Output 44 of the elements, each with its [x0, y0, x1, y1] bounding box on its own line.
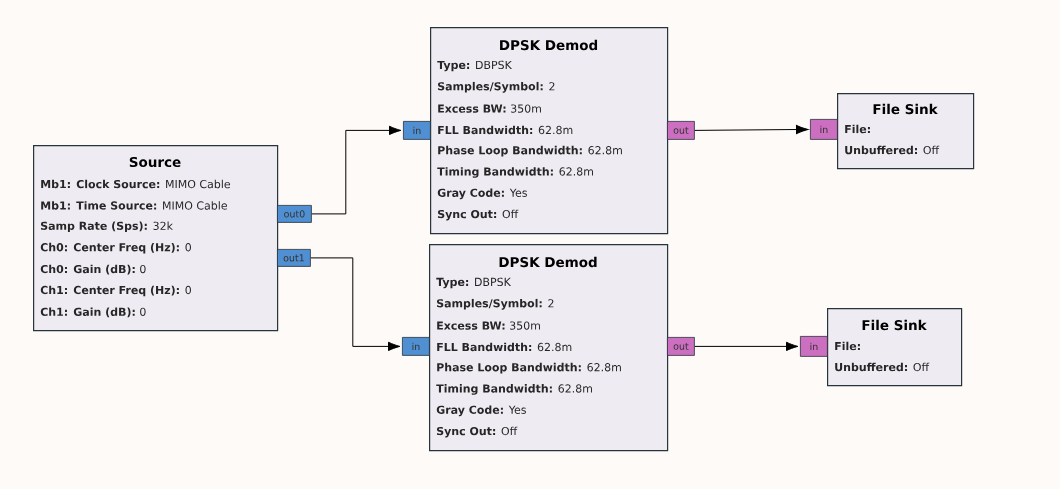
parameter-text: Ch0: Center Freq (Hz): 0 [40, 242, 191, 254]
port-tab: out0 [277, 205, 312, 223]
parameter-text: Type: DBPSK [436, 277, 512, 289]
block-title: DPSK Demod [499, 256, 597, 268]
parameter-text: Mb1: Time Source: MIMO Cable [41, 201, 227, 210]
parameter-text: Sync Out: Off [438, 209, 519, 221]
port-tab: in [403, 121, 431, 140]
parameter-text: Samples/Symbol: 2 [437, 298, 554, 310]
block-title: File Sink [873, 103, 938, 115]
connector-arrow [310, 257, 401, 352]
port-tab: in [810, 119, 838, 140]
parameter-text: Sync Out: Off [437, 426, 518, 438]
port-tab: out1 [277, 249, 311, 267]
block-title: DPSK Demod [500, 39, 598, 51]
parameter-text: Ch1: Center Freq (Hz): 0 [40, 285, 191, 297]
parameter-text: Unbuffered: Off [835, 362, 930, 372]
parameter-text: File: [845, 124, 870, 134]
block-title: Source [129, 156, 181, 168]
parameter-text: File: [835, 341, 860, 351]
parameter-text: FLL Bandwidth: 62.8m [438, 125, 573, 135]
connector-arrow [694, 124, 809, 135]
parameter-text: FLL Bandwidth: 62.8m [437, 342, 572, 352]
port-tab: in [800, 336, 828, 357]
parameter-text: Timing Bandwidth: 62.8m [437, 167, 593, 178]
parameter-text: Type: DBPSK [437, 60, 513, 72]
connector-arrow [311, 125, 402, 215]
block-title: File Sink [862, 319, 927, 331]
parameter-text: Excess BW: 350m [438, 104, 541, 113]
parameter-text: Samples/Symbol: 2 [438, 81, 555, 93]
port-tab: out [667, 121, 695, 140]
parameter-text: Phase Loop Bandwidth: 62.8m [438, 145, 622, 157]
parameter-text: Mb1: Clock Source: MIMO Cable [41, 179, 231, 189]
parameter-text: Gray Code: Yes [436, 405, 526, 417]
parameter-text: Samp Rate (Sps): 32k [41, 221, 173, 233]
parameter-text: Ch0: Gain (dB): 0 [40, 264, 146, 275]
parameter-text: Phase Loop Bandwidth: 62.8m [437, 362, 621, 374]
parameter-text: Gray Code: Yes [437, 188, 527, 200]
connector-arrow [694, 341, 799, 352]
parameter-text: Timing Bandwidth: 62.8m [436, 384, 592, 395]
parameter-text: Ch1: Gain (dB): 0 [40, 307, 146, 318]
port-tab: out [667, 337, 695, 356]
port-tab: in [402, 337, 430, 356]
parameter-text: Unbuffered: Off [845, 145, 940, 155]
parameter-text: Excess BW: 350m [437, 321, 540, 330]
